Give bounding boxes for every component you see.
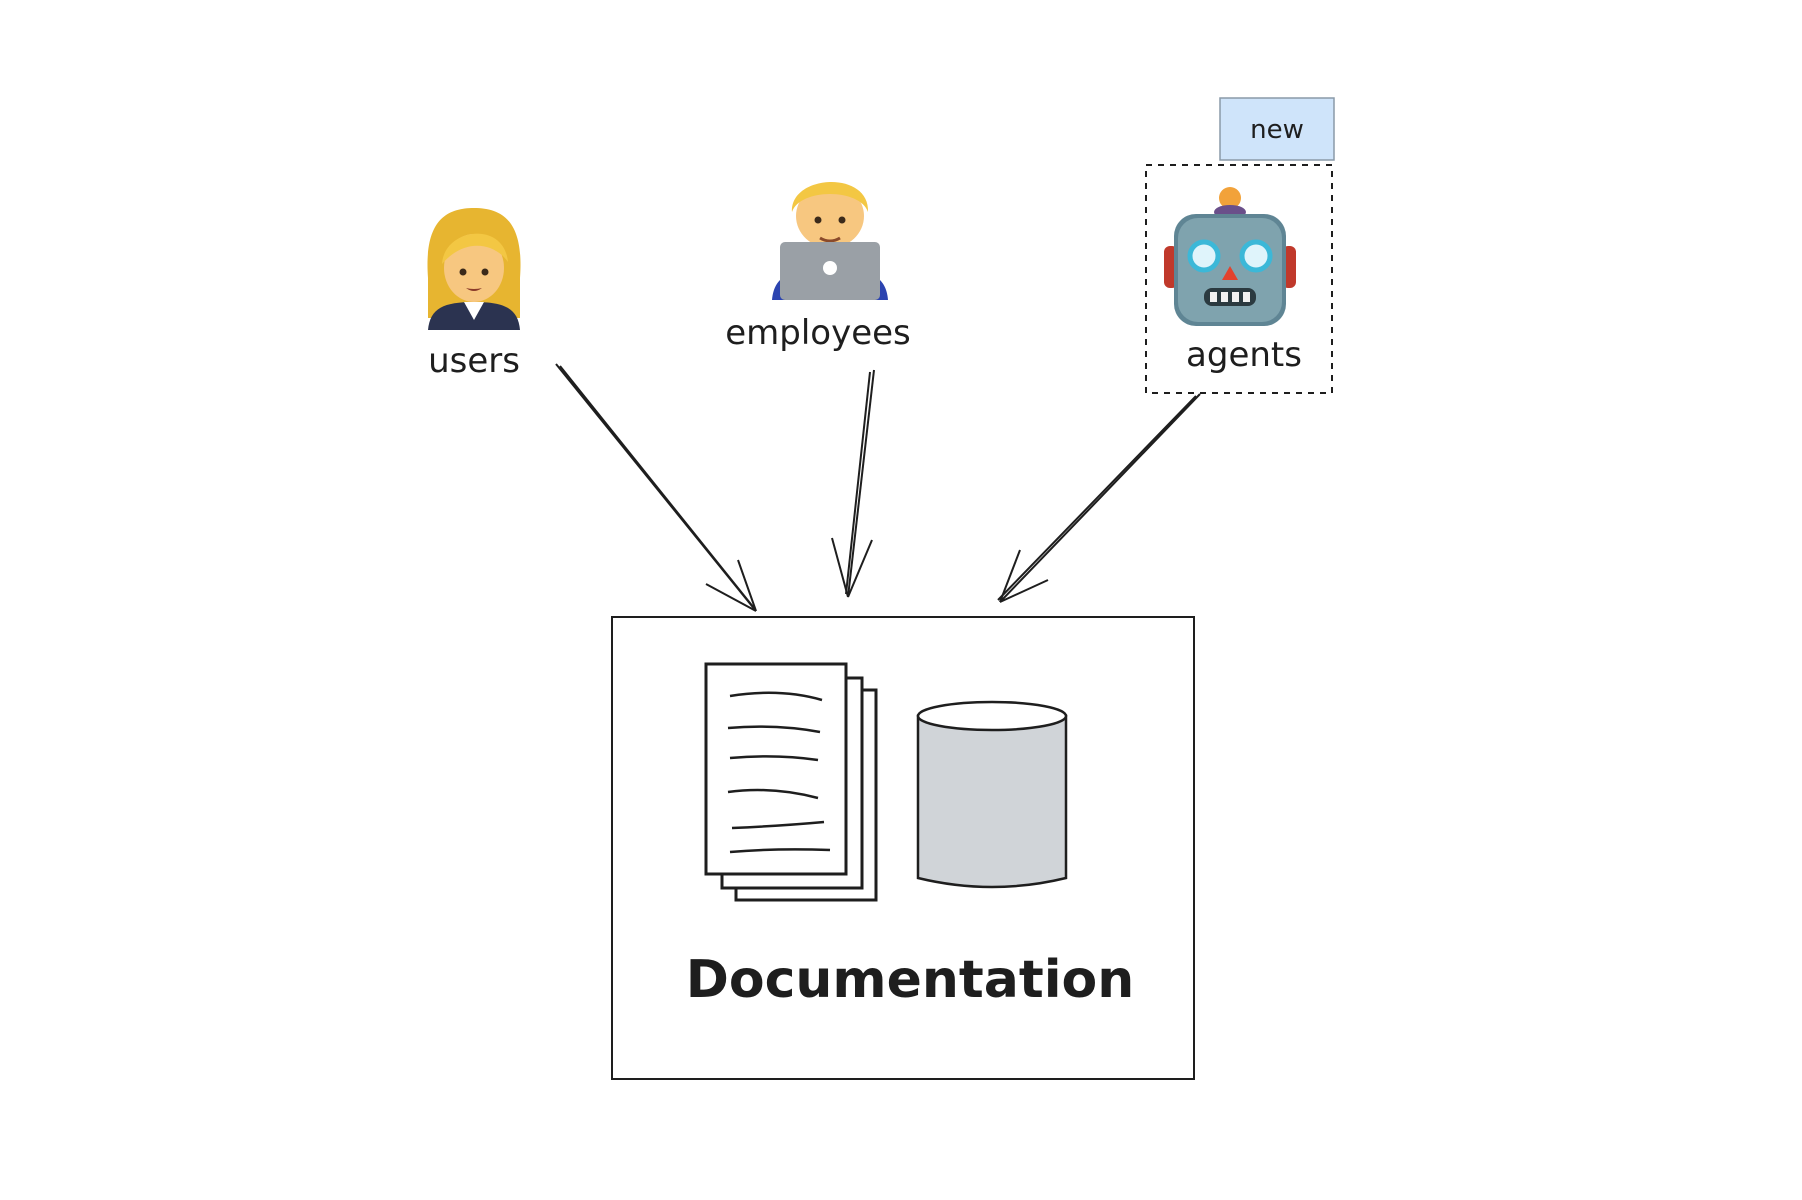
actor-label-users: users — [428, 341, 520, 381]
actor-agents[interactable]: new — [1145, 97, 1335, 394]
woman-office-worker-icon — [427, 208, 521, 330]
documentation-title: Documentation — [686, 950, 1135, 1010]
arrow-users-to-documentation — [555, 363, 757, 612]
man-technologist-laptop-icon — [772, 181, 888, 300]
arrow-agents-to-documentation — [997, 393, 1201, 603]
actor-label-employees: employees — [725, 313, 911, 353]
agents-selection-frame — [1145, 164, 1333, 394]
document-stack-icon — [704, 662, 878, 902]
robot-icon — [1164, 187, 1296, 326]
new-badge: new — [1219, 97, 1335, 161]
documentation-container[interactable]: Documentation — [611, 616, 1195, 1080]
database-cylinder-icon — [916, 700, 1068, 889]
arrow-employees-to-documentation — [831, 369, 875, 598]
new-badge-label: new — [1250, 115, 1304, 145]
actor-label-agents: agents — [1186, 335, 1302, 375]
actor-employees[interactable]: employees — [725, 181, 911, 353]
actor-users[interactable]: users — [427, 208, 521, 381]
